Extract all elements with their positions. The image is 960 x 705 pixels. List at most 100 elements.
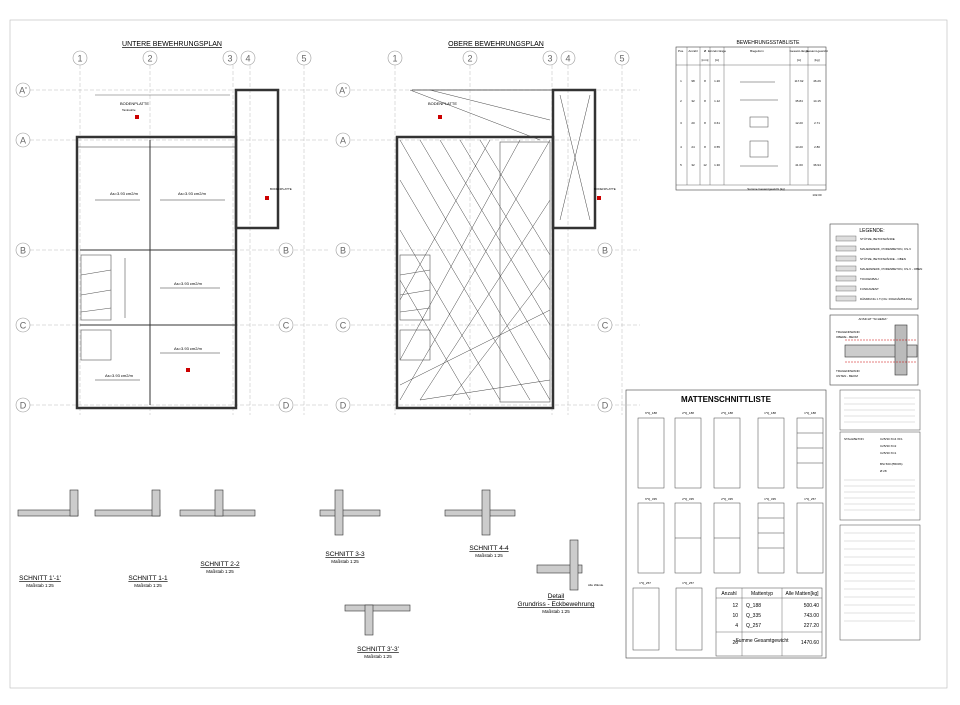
stabliste-row: 5 32 12 1.30 41.60 36.94 <box>680 163 821 167</box>
section-scale: Maßstab 1:25 <box>475 553 503 558</box>
lower-col-label: 1 <box>77 54 82 64</box>
ansicht-label: OBERE - BEOM <box>836 335 859 339</box>
stabliste-summe-label: Summe Gesamtgewicht [kg] <box>747 187 785 191</box>
as-label: As=3.93 cm2/m <box>174 281 203 286</box>
notes-text-lines <box>844 479 915 511</box>
lower-row-label: B <box>20 246 26 256</box>
matte-header: 6*Q_335 <box>645 497 657 501</box>
notes-line: Ø 28 <box>880 469 887 473</box>
stabliste-unit: [kg] <box>815 58 820 62</box>
ansicht-label: TRAGENDWAND <box>836 369 861 373</box>
stabliste-header: Gesamt-gewicht <box>806 49 828 53</box>
stab-d: 12 <box>703 163 707 167</box>
summary-header: Mattentyp <box>751 591 773 597</box>
notes-line: BSt 500 (B500S) <box>880 462 903 466</box>
mattenliste-row1-headers: 6*Q_188 2*Q_188 2*Q_188 1*Q_188 1*Q_188 … <box>639 411 816 585</box>
stabliste-summe-value: 102.00 <box>812 193 822 197</box>
legende-box: LEGENDE: STÜTZE, BETONWÄNDE MAUERWERK, P… <box>829 223 922 310</box>
matte-header: 1*Q_257 <box>804 497 816 501</box>
stab-gew: 36.94 <box>813 163 821 167</box>
matte-header: 1*Q_188 <box>764 411 776 415</box>
as-label: As=3.93 cm2/m <box>174 346 203 351</box>
stab-gew: 2.80 <box>814 145 820 149</box>
title-upper-plan: OBERE BEWEHRUNGSPLAN <box>448 41 544 48</box>
stabliste-unit: [m] <box>797 58 801 62</box>
as-label: As=3.93 cm2/m <box>105 373 134 378</box>
section-scale: Maßstab 1:25 <box>206 569 234 574</box>
stab-d: 8 <box>704 99 706 103</box>
upper-row-label: B <box>602 246 608 256</box>
stabliste-row: 3 20 8 0.61 12.20 2.71 <box>680 121 820 125</box>
legende-item: DÄMMUNG z.T.(OG: ROHDÄMMUNG) <box>860 297 912 301</box>
lower-stairs <box>80 254 112 361</box>
stabliste-row: 1 98 8 1.20 117.62 46.29 <box>680 79 821 83</box>
matte-header: 2*Q_335 <box>721 497 733 501</box>
mattenliste: MATTENSCHNITTLISTE 6*Q_188 2*Q_188 2*Q_1… <box>625 389 827 659</box>
upper-col-label: 2 <box>467 54 472 64</box>
section-details: SCHNITT 1'-1' Maßstab 1:25 SCHNITT 1-1 M… <box>17 489 604 659</box>
lower-row-label: A' <box>19 86 27 96</box>
summary-header: Alle Matten[kg] <box>785 591 819 597</box>
stab-anzahl: 24 <box>691 145 695 149</box>
legende-item: FUNDAMENT <box>860 287 879 291</box>
notes-line: C25/30 XC2 <box>880 444 897 448</box>
title-lower-plan: UNTERE BEWEHRUNGSPLAN <box>122 41 222 48</box>
stab-glen: 35.84 <box>795 99 803 103</box>
summary-kg: 227.20 <box>804 623 820 629</box>
sheet-border <box>9 19 948 689</box>
stab-gew: 46.29 <box>813 79 821 83</box>
lower-col-label: 2 <box>147 54 152 64</box>
notes-text-lines <box>844 397 915 423</box>
matten-summary-text: Anzahl Mattentyp Alle Matten[kg] 12 Q_18… <box>721 591 819 646</box>
upper-stairs <box>399 141 551 403</box>
stab-pos: 4 <box>680 145 682 149</box>
stab-pos: 2 <box>680 99 682 103</box>
matte-outlines <box>632 417 824 651</box>
section-scale: Maßstab 1:25 <box>26 583 54 588</box>
upper-col-label: 3 <box>547 54 552 64</box>
stab-glen: 13.20 <box>795 145 803 149</box>
upper-row-label: A <box>340 136 346 146</box>
stab-d: 8 <box>704 79 706 83</box>
stabliste-header: Anzahl <box>688 49 698 53</box>
as-label: As=3.93 cm2/m <box>178 191 207 196</box>
legende-item: STÜTZE, BETONWÄNDE - OBEN <box>860 257 906 261</box>
stab-pos: 1 <box>680 79 682 83</box>
stabliste-gridlines <box>676 47 826 186</box>
summary-summe-label: Summe Gesamtgewicht <box>735 638 789 644</box>
lower-plan: 1 2 3 4 5 A' A B C D B C D <box>15 50 330 415</box>
legende-item: MAUERWERK, PORENBETON, KS-V <box>860 247 911 251</box>
stab-len: 0.55 <box>714 145 720 149</box>
stab-len: 1.20 <box>714 79 720 83</box>
legende-item: TOCKENBAU <box>860 277 879 281</box>
stab-glen: 41.60 <box>795 163 803 167</box>
lower-col-label: 4 <box>245 54 250 64</box>
legende-items: STÜTZE, BETONWÄNDE MAUERWERK, PORENBETON… <box>860 237 922 301</box>
lower-grid-lines <box>30 65 330 415</box>
upper-row-label: C <box>602 321 609 331</box>
lower-row-label: D <box>283 401 290 411</box>
lower-row-label: B <box>283 246 289 256</box>
section-title: SCHNITT 3-3 <box>325 551 365 558</box>
stab-len: 1.30 <box>714 163 720 167</box>
stab-anzahl: 20 <box>691 121 695 125</box>
upper-row-label: A' <box>339 86 347 96</box>
stabliste-header: Einzeln länge <box>708 49 726 53</box>
mattenliste-title: MATTENSCHNITTLISTE <box>681 395 772 404</box>
stabliste-header: Gesamt-länge <box>790 49 809 53</box>
matte-header: 2*Q_188 <box>721 411 733 415</box>
ansicht-title: ANSICHT "SCHEMA" <box>859 317 888 321</box>
upper-grid-bubbles: 1 2 3 4 5 A' A B C D B C D <box>335 50 630 413</box>
stabliste-header: Ø <box>704 49 707 53</box>
summary-header: Anzahl <box>721 591 736 597</box>
notes-line: C25/30 XC1 <box>880 451 897 455</box>
stabliste-unit: [m] <box>715 58 719 62</box>
section-title: SCHNITT 4-4 <box>469 545 509 552</box>
lower-row-label: D <box>20 401 27 411</box>
summary-kg: 743.00 <box>804 613 820 619</box>
upper-row-label: D <box>602 401 609 411</box>
stab-len: 0.61 <box>714 121 720 125</box>
lower-row-label: C <box>283 321 290 331</box>
stab-anzahl: 32 <box>691 163 695 167</box>
matte-header: 1*Q_257 <box>682 581 694 585</box>
